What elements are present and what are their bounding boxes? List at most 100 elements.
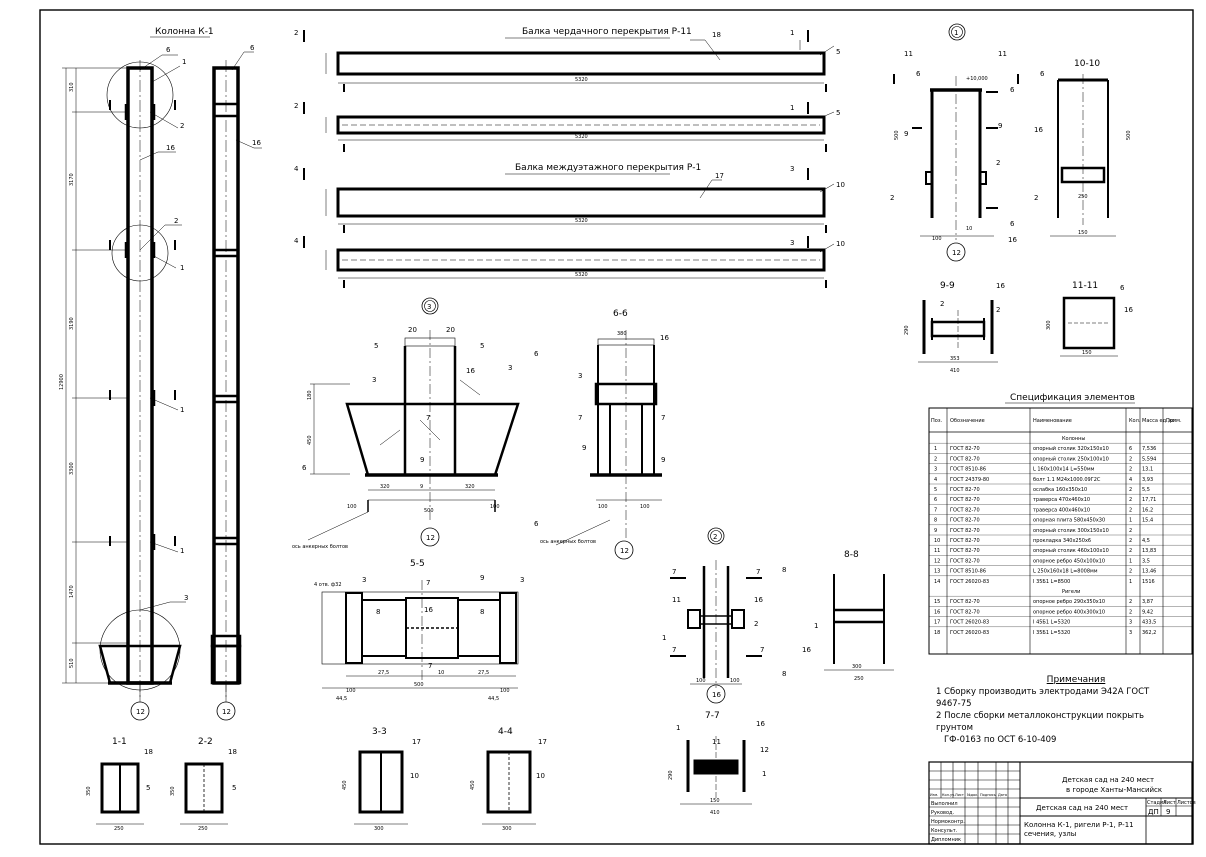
stamp-row-label: Дипломник xyxy=(931,837,961,843)
spec-cell: ГОСТ 82-70 xyxy=(950,507,980,513)
spec-cell: 1 xyxy=(1129,579,1132,585)
note-1: 1 Сборку производить электродами Э42А ГО… xyxy=(936,687,1150,709)
svg-text:20: 20 xyxy=(446,326,455,334)
spec-cell: опорный столик 460х100х10 xyxy=(1033,547,1109,554)
svg-text:500: 500 xyxy=(894,130,900,140)
spec-cell: ГОСТ 24379-80 xyxy=(950,477,989,483)
spec-cell: 433,5 xyxy=(1142,620,1156,626)
svg-text:5320: 5320 xyxy=(575,218,588,224)
svg-text:9: 9 xyxy=(420,484,423,490)
svg-text:6: 6 xyxy=(1120,284,1125,292)
spec-cell: 7 xyxy=(934,507,937,513)
svg-text:3300: 3300 xyxy=(69,462,75,475)
spec-cell: ГОСТ 26020-83 xyxy=(950,620,989,626)
svg-text:3: 3 xyxy=(520,576,524,584)
spec-cell: 2 xyxy=(1129,497,1132,503)
stamp-row-label: Выполнил xyxy=(931,801,958,807)
svg-text:16: 16 xyxy=(466,367,475,375)
spec-cell: 1516 xyxy=(1142,579,1155,585)
svg-text:18: 18 xyxy=(144,748,153,756)
stamp-stage-h: Стадия xyxy=(1147,800,1166,806)
svg-text:11: 11 xyxy=(712,738,721,746)
svg-text:100: 100 xyxy=(500,688,510,694)
label-7-7: 7-7 xyxy=(705,711,720,721)
svg-text:1: 1 xyxy=(180,547,184,555)
svg-text:150: 150 xyxy=(1078,230,1088,236)
stamp-sheet-h: Лист xyxy=(1163,800,1176,806)
spec-cell: 17,71 xyxy=(1142,497,1156,503)
spec-cell: 3,93 xyxy=(1142,477,1153,483)
svg-text:353: 353 xyxy=(950,356,960,362)
svg-text:320: 320 xyxy=(380,484,390,490)
svg-text:380: 380 xyxy=(617,331,627,337)
spec-cell: 1 xyxy=(1129,518,1132,524)
svg-text:5: 5 xyxy=(836,109,840,117)
svg-text:44,5: 44,5 xyxy=(336,696,347,702)
svg-text:6: 6 xyxy=(1010,220,1015,228)
svg-text:6: 6 xyxy=(166,46,171,54)
svg-text:16: 16 xyxy=(424,606,433,614)
spec-cell: ГОСТ 26020-83 xyxy=(950,630,989,636)
column-k1: Колонна К-1 310 3170 3190 3300 1470 510 … xyxy=(59,27,262,721)
spec-cell: 2 xyxy=(934,456,937,462)
svg-text:16: 16 xyxy=(996,282,1005,290)
svg-text:1: 1 xyxy=(662,634,666,642)
spec-cell: 6 xyxy=(934,497,937,503)
spec-cell: опорная плита 580х450х30 xyxy=(1033,518,1105,524)
svg-text:300: 300 xyxy=(374,826,384,832)
spec-group: Ригели xyxy=(1062,589,1080,595)
label-2-2: 2-2 xyxy=(198,737,213,747)
svg-text:10: 10 xyxy=(966,226,972,232)
svg-text:450: 450 xyxy=(342,780,348,790)
svg-text:250: 250 xyxy=(854,676,864,682)
svg-text:18: 18 xyxy=(228,748,237,756)
svg-text:1: 1 xyxy=(954,29,958,37)
svg-text:5: 5 xyxy=(146,784,150,792)
svg-text:3170: 3170 xyxy=(69,173,75,186)
svg-text:3: 3 xyxy=(362,576,366,584)
svg-text:27,5: 27,5 xyxy=(378,670,389,676)
svg-text:1: 1 xyxy=(814,622,818,630)
column-title: Колонна К-1 xyxy=(155,27,214,37)
bolt-note-1: ось анкерных болтов xyxy=(292,544,348,550)
spec-cell: 13,83 xyxy=(1142,548,1156,554)
svg-text:2: 2 xyxy=(754,620,758,628)
spec-cell: ГОСТ 82-70 xyxy=(950,609,980,615)
svg-text:250: 250 xyxy=(1078,194,1088,200)
spec-cell: ГОСТ 26020-83 xyxy=(950,579,989,585)
spec-cell: 15 xyxy=(934,599,940,605)
svg-text:9: 9 xyxy=(998,122,1002,130)
svg-text:8: 8 xyxy=(782,670,786,678)
svg-text:2: 2 xyxy=(294,102,298,110)
svg-text:16: 16 xyxy=(756,720,765,728)
svg-text:16: 16 xyxy=(802,646,811,654)
beam-attic-title: Балка чердачного перекрытия Р-11 xyxy=(522,27,692,37)
spec-cell: 14 xyxy=(934,579,940,585)
svg-text:7: 7 xyxy=(428,662,432,670)
svg-text:2: 2 xyxy=(180,122,184,130)
spec-cell: 17 xyxy=(934,620,940,626)
svg-text:320: 320 xyxy=(465,484,475,490)
svg-text:3190: 3190 xyxy=(69,317,75,330)
svg-text:12: 12 xyxy=(222,708,231,716)
spec-cell: 15,4 xyxy=(1142,518,1153,524)
spec-group: Колонны xyxy=(1062,436,1085,442)
svg-text:1: 1 xyxy=(790,104,794,112)
spec-cell: 6 xyxy=(1129,446,1132,452)
svg-text:+10,000: +10,000 xyxy=(966,76,988,82)
spec-cell: 362,2 xyxy=(1142,630,1156,636)
spec-cell: 2 xyxy=(1129,528,1132,534)
spec-cell: 2 xyxy=(1129,548,1132,554)
svg-text:9: 9 xyxy=(582,444,586,452)
svg-text:6: 6 xyxy=(916,70,921,78)
stamp-drawing-subtitle: сечения, узлы xyxy=(1024,830,1076,838)
svg-text:9: 9 xyxy=(904,130,908,138)
svg-text:16: 16 xyxy=(166,144,175,152)
svg-text:12900: 12900 xyxy=(59,374,65,390)
